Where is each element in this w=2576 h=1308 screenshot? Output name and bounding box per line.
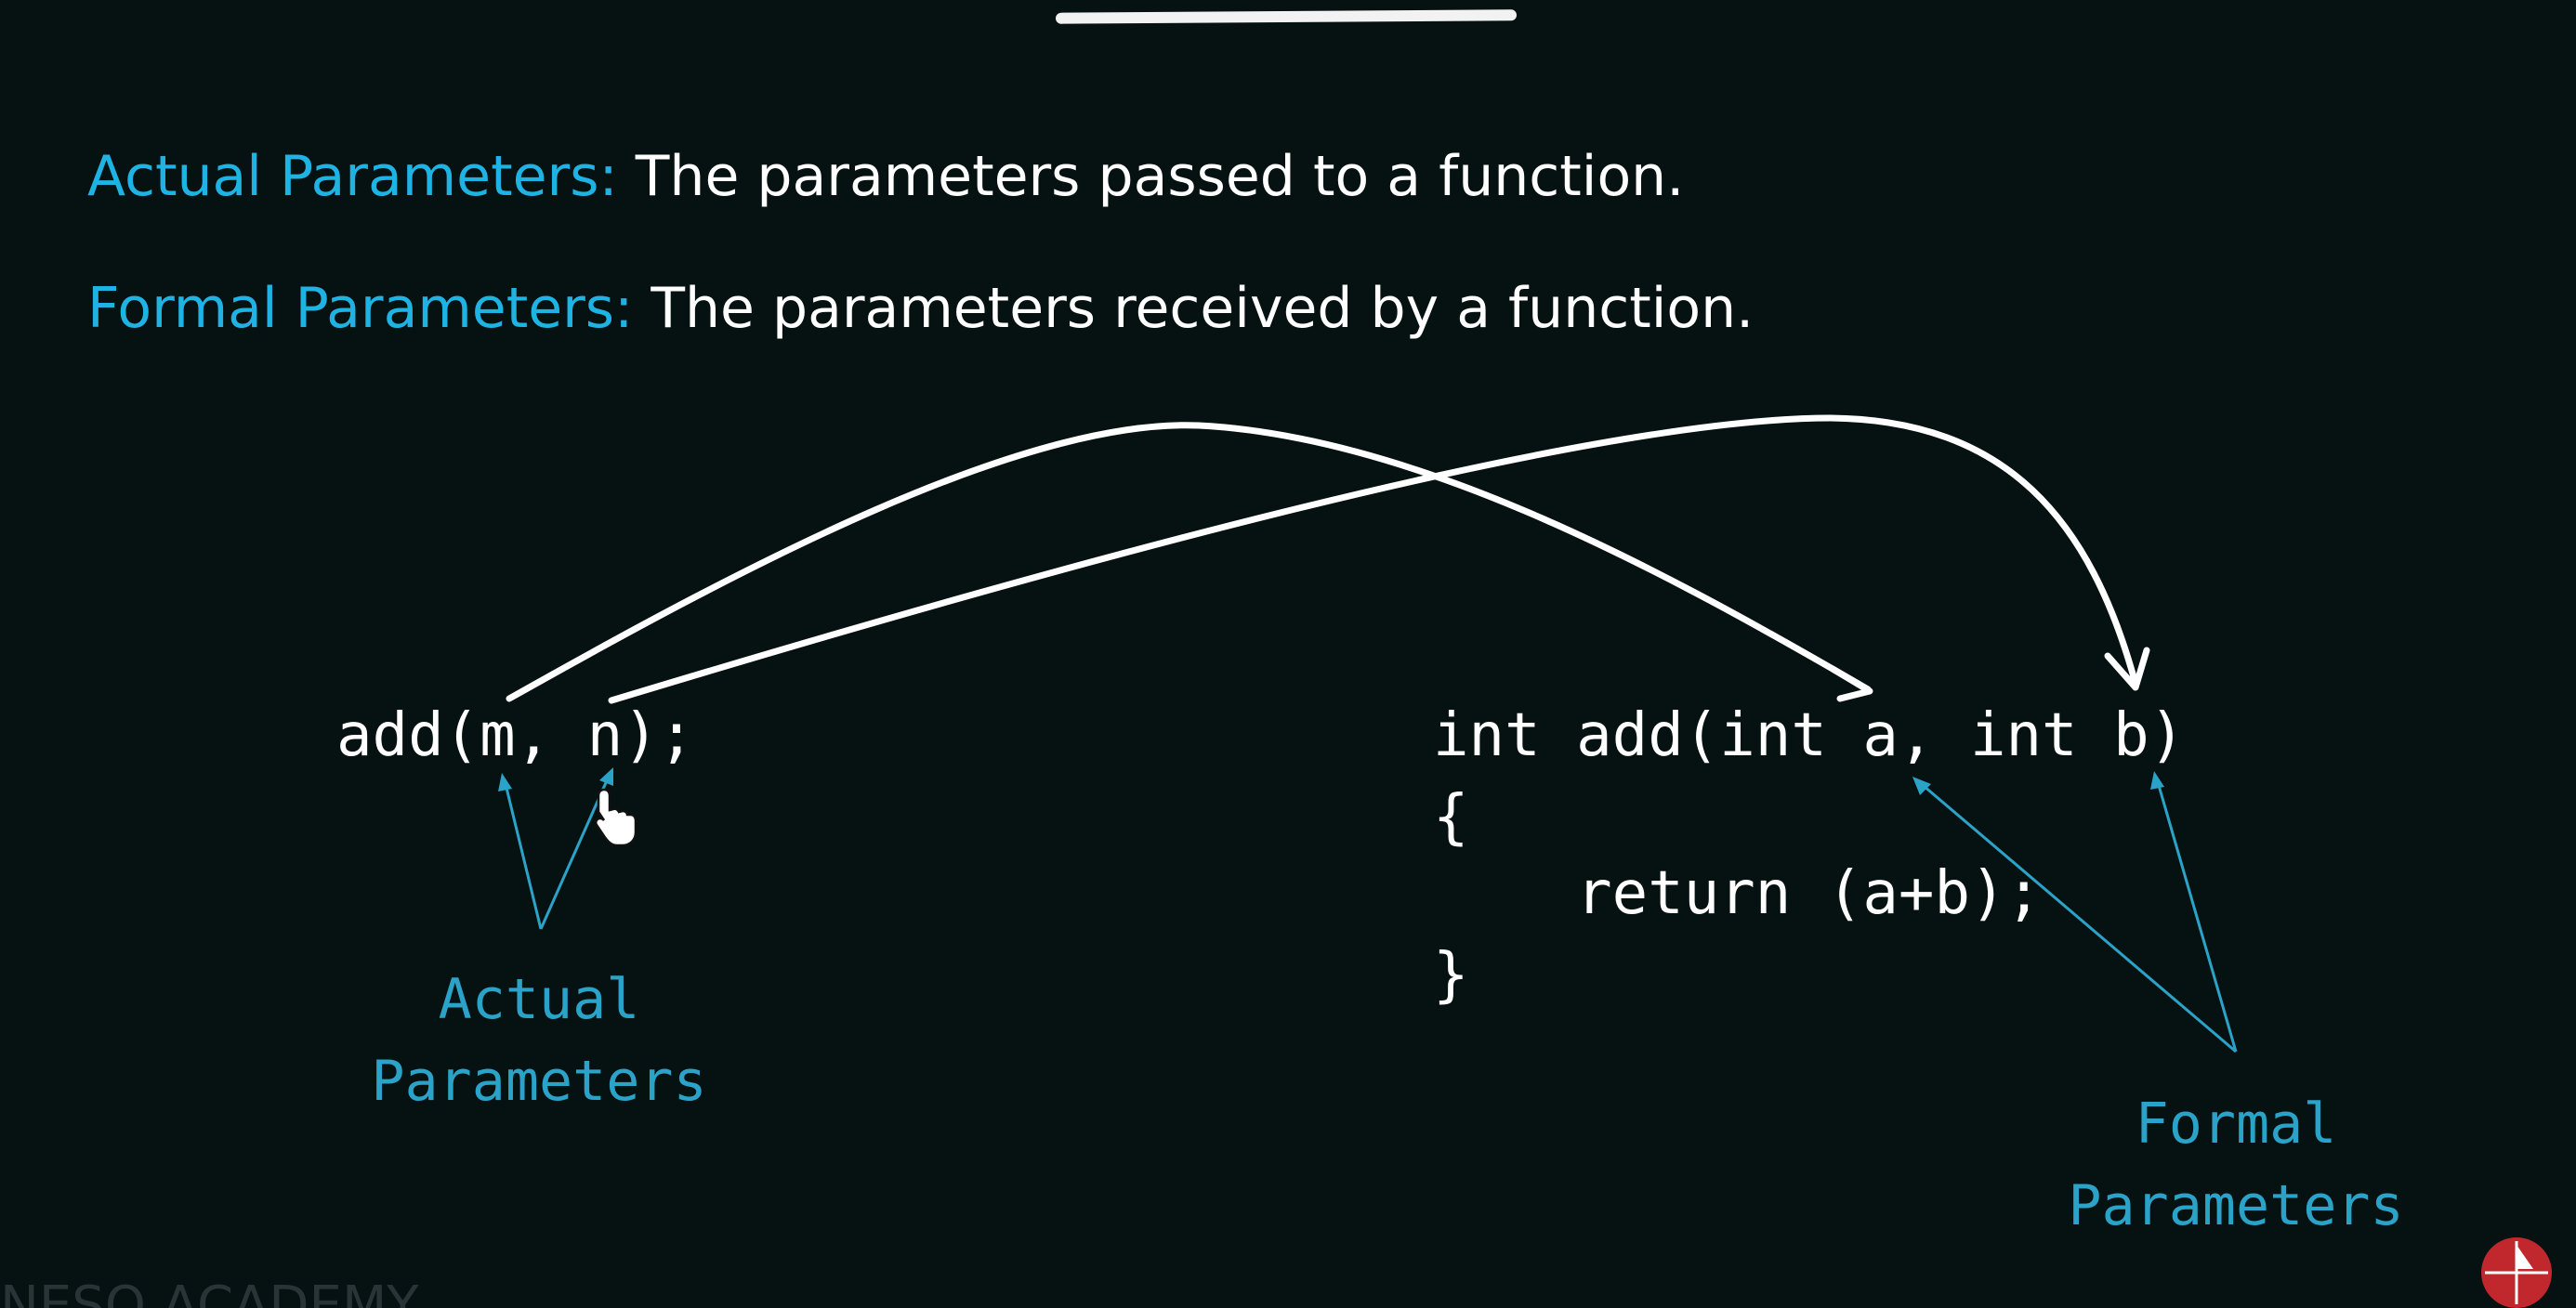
actual-pointer-m-head (498, 773, 512, 791)
actual-parameters-label: Actual Parameters (353, 959, 725, 1122)
formal-pointer-b (2156, 781, 2238, 1053)
channel-logo-icon[interactable] (2479, 1236, 2554, 1308)
formal-parameters-label-line-1: Formal (2135, 1092, 2337, 1157)
actual-pointer-m (504, 783, 543, 930)
function-definition-line-3: return (a+b); (1433, 859, 2043, 928)
arrow-m-to-a (506, 422, 1872, 702)
hand-pointer-icon (594, 788, 637, 847)
actual-pointer-n (539, 778, 610, 930)
actual-parameters-label-line-2: Parameters (371, 1049, 707, 1114)
arrow-n-to-b-head (2104, 647, 2150, 691)
formal-parameters-label-line-2: Parameters (2068, 1173, 2404, 1238)
actual-parameters-definition: Actual Parameters: The parameters passed… (87, 149, 1684, 204)
watermark-text: NESO ACADEMY (0, 1275, 419, 1308)
function-definition-line-1: int add(int a, int b) (1433, 701, 2186, 770)
function-call-code: add(m, n); (336, 701, 695, 770)
actual-parameters-label-line-1: Actual (438, 967, 640, 1032)
actual-parameters-term: Actual Parameters: (87, 144, 618, 209)
actual-pointer-n-head (599, 767, 613, 786)
formal-parameters-text: The parameters received by a function. (633, 276, 1755, 341)
function-definition-line-2: { (1433, 783, 1469, 852)
formal-pointer-b-head (2150, 771, 2164, 790)
top-underline-stroke (1055, 9, 1518, 24)
formal-parameters-term: Formal Parameters: (87, 276, 634, 341)
formal-parameters-definition: Formal Parameters: The parameters receiv… (87, 281, 1754, 336)
formal-pointer-a-head (1912, 777, 1931, 795)
arrow-m-to-a-head (1829, 665, 1873, 702)
arrow-n-to-b (608, 414, 2139, 704)
function-definition-line-4: } (1433, 941, 1469, 1010)
actual-parameters-text: The parameters passed to a function. (617, 144, 1685, 209)
formal-parameters-label: Formal Parameters (2050, 1083, 2422, 1247)
